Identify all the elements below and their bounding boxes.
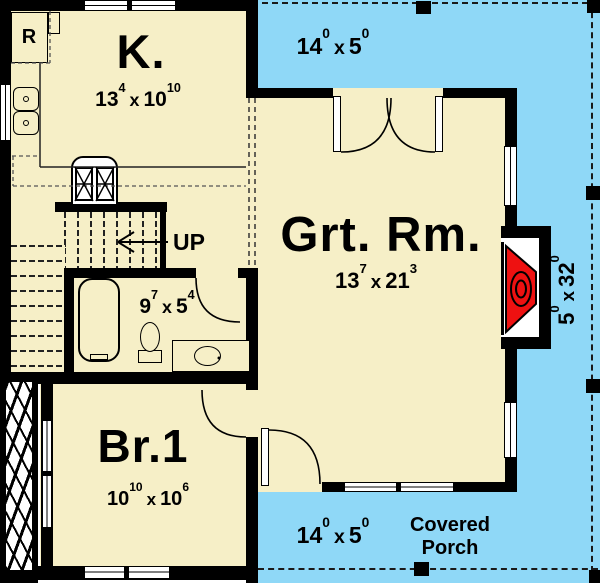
window-kitchen-left	[0, 84, 11, 141]
tub-faucet	[90, 354, 108, 360]
wall-stairs-side	[160, 210, 166, 270]
window-greatroom-right-2	[504, 402, 517, 458]
sink-drain	[23, 120, 29, 126]
refrigerator-label: R	[21, 26, 37, 48]
exterior-stairs-rail	[0, 372, 6, 583]
room-label-kitchen: K.	[116, 25, 166, 78]
window-mullion	[42, 471, 52, 476]
kitchen-cabinet	[48, 12, 60, 34]
exterior-stairs-cap	[0, 372, 38, 382]
fireplace-box	[501, 238, 539, 337]
french-door-leaf-left	[333, 96, 341, 152]
bedroom-floor	[40, 378, 252, 578]
porch-door-leaf	[261, 428, 269, 486]
window-mullion	[124, 567, 129, 578]
porch-post	[587, 0, 600, 13]
bedroom-door-opening	[246, 390, 258, 437]
exterior-stairs-cap	[0, 570, 38, 583]
stairs-up-label: UP	[173, 229, 205, 255]
sink-drain	[23, 96, 29, 102]
wall-left	[0, 0, 11, 378]
room-label-bedroom: Br.1	[97, 420, 189, 472]
exterior-stairs	[6, 382, 32, 570]
porch-post	[586, 186, 600, 200]
exterior-stairs-rail	[32, 372, 38, 583]
stove-burner	[75, 167, 93, 201]
vanity-sink	[194, 346, 221, 366]
wall-bedroom-right	[246, 437, 258, 583]
porch-post	[414, 562, 429, 576]
window-mullion	[127, 1, 132, 10]
wall-bath-left	[64, 268, 74, 384]
porch-post	[589, 570, 600, 583]
window-mullion	[396, 483, 401, 491]
bathtub	[78, 278, 120, 362]
french-door-opening	[333, 88, 443, 98]
dimension-fireplace: 50x320	[547, 255, 579, 325]
room-label-great-room: Grt. Rm.	[280, 208, 482, 262]
wall-bath-top	[64, 268, 196, 278]
stove-burner	[96, 167, 114, 201]
window-greatroom-right-1	[504, 146, 517, 206]
porch-post	[416, 1, 431, 14]
stairs-lower-treads	[11, 245, 66, 370]
wall-bath-top	[238, 268, 258, 278]
stairs-up-treads	[64, 212, 164, 268]
toilet-bowl	[140, 322, 160, 352]
porch-edge-right	[591, 2, 593, 572]
porch-post	[586, 379, 600, 393]
french-door-leaf-right	[435, 96, 443, 152]
